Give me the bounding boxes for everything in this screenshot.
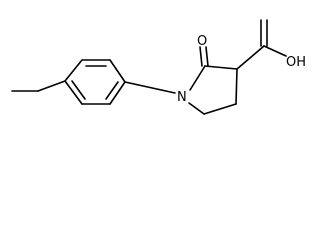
ring-bond-6 xyxy=(64,80,83,105)
ring-double-bond-b xyxy=(105,81,119,100)
bond-n-c2 xyxy=(189,65,206,91)
bond-carboxyl-oh xyxy=(263,45,287,57)
bond-c3-carboxyl xyxy=(236,45,265,70)
pyrrolidinone-ring xyxy=(188,65,238,115)
atom-label-hydroxyl: OH xyxy=(286,55,306,70)
molecule-structure: N O OH xyxy=(11,19,306,115)
ring-bond-4 xyxy=(109,81,126,105)
benzene-ring xyxy=(64,59,126,105)
ring-bond-1 xyxy=(64,59,83,82)
bond-c2-o-b xyxy=(205,46,209,67)
ring-double-bond-c xyxy=(71,80,86,100)
structure-canvas: N O OH xyxy=(11,19,306,115)
bond-c2-o-a xyxy=(199,46,203,67)
ring-bond-3 xyxy=(109,59,126,83)
bond-c3-c4 xyxy=(235,68,238,105)
bond-aryl-nitrogen xyxy=(124,81,176,94)
ethyl-group xyxy=(11,80,66,92)
ketone-group xyxy=(199,46,209,67)
bond-c2-c3 xyxy=(204,65,238,70)
atom-label-ketone-oxygen: O xyxy=(197,34,207,49)
bond-ch2-ring xyxy=(37,80,66,92)
bond-c5-n xyxy=(188,102,205,115)
bond-c4-c5 xyxy=(203,103,237,115)
carboxylic-acid-group xyxy=(236,19,287,70)
atom-label-nitrogen: N xyxy=(177,90,187,105)
